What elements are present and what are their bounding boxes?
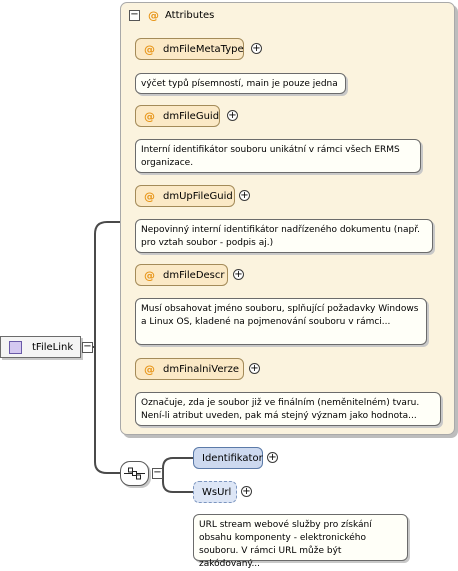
complex-type-icon: [9, 340, 22, 354]
expand-icon[interactable]: +: [227, 110, 238, 121]
attribute-icon: @: [144, 189, 155, 203]
root-element-label: tFileLink: [32, 341, 74, 353]
attribute-dmfilemetatype[interactable]: @ dmFileMetaType: [135, 38, 244, 60]
attribute-name: dmFileMetaType: [163, 43, 244, 55]
attribute-dmfiledescr[interactable]: @ dmFileDescr: [135, 264, 228, 286]
attribute-name: dmFileGuid: [163, 110, 220, 122]
attribute-icon: @: [144, 42, 155, 56]
sequence-collapse-toggle[interactable]: −: [152, 467, 163, 479]
expand-icon[interactable]: +: [267, 452, 278, 463]
attribute-icon: @: [144, 109, 155, 123]
attributes-header: − @ Attributes: [129, 8, 214, 22]
attribute-icon: @: [148, 8, 159, 22]
root-collapse-toggle[interactable]: −: [82, 341, 93, 353]
attributes-collapse-toggle[interactable]: −: [129, 8, 140, 21]
root-element-tfilelink[interactable]: tFileLink: [0, 336, 81, 358]
attribute-documentation: Musí obsahovat jméno souboru, splňující …: [135, 298, 427, 345]
expand-icon[interactable]: +: [239, 190, 250, 201]
attribute-documentation: Nepovinný interní identifikátor nadřízen…: [135, 219, 433, 253]
attribute-dmfinalniverze[interactable]: @ dmFinalniVerze: [135, 358, 244, 380]
attribute-name: dmFileDescr: [163, 269, 225, 281]
element-name: WsUrl: [202, 486, 232, 498]
element-wsurl[interactable]: WsUrl: [193, 481, 237, 503]
attribute-dmfileguid[interactable]: @ dmFileGuid: [135, 105, 220, 127]
element-name: Identifikator: [202, 452, 263, 464]
expand-icon[interactable]: +: [249, 363, 260, 374]
attribute-documentation: Označuje, zda je soubor již ve finálním …: [135, 392, 441, 426]
element-identifikator[interactable]: Identifikator: [193, 447, 263, 469]
attribute-dmupfileguid[interactable]: @ dmUpFileGuid: [135, 185, 235, 207]
sequence-icon: [124, 467, 145, 480]
attributes-title: Attributes: [165, 9, 215, 21]
attribute-documentation: výčet typů písemností, main je pouze jed…: [135, 73, 346, 94]
expand-icon[interactable]: +: [251, 43, 262, 54]
attribute-documentation: Interní identifikátor souboru unikátní v…: [135, 139, 421, 173]
expand-icon[interactable]: +: [233, 269, 244, 280]
expand-icon[interactable]: +: [241, 486, 252, 497]
attribute-name: dmFinalniVerze: [163, 363, 239, 375]
attribute-name: dmUpFileGuid: [163, 190, 233, 202]
attribute-icon: @: [144, 362, 155, 376]
element-documentation: URL stream webové služby pro získání obs…: [193, 514, 408, 569]
attribute-icon: @: [144, 268, 155, 282]
sequence-compositor[interactable]: [120, 461, 149, 486]
